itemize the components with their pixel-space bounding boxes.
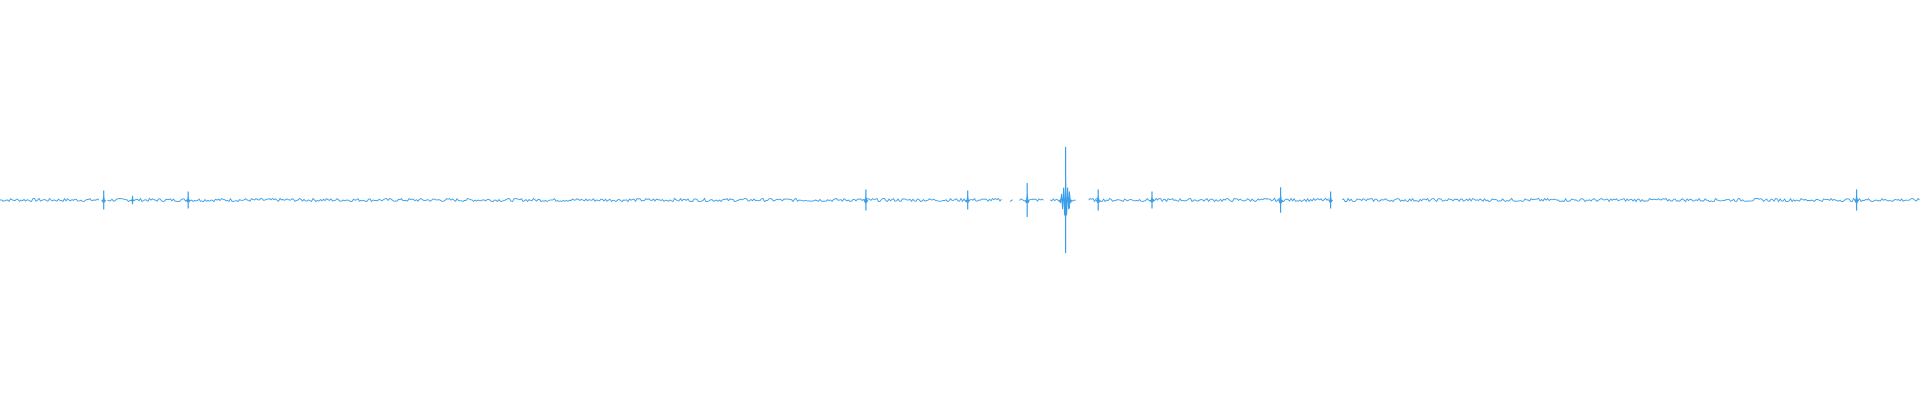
waveform-spike	[1095, 189, 1101, 211]
waveform-segment	[1009, 199, 1014, 202]
waveform-spike-ripple	[863, 196, 869, 204]
waveform-spike	[1024, 183, 1030, 217]
waveform-spike-ripple	[101, 196, 107, 204]
waveform-segment	[1019, 198, 1044, 202]
waveform-spike-ripple	[1854, 196, 1860, 204]
waveform-segment	[1341, 197, 1920, 203]
waveform-spike	[965, 190, 971, 210]
waveform-spike	[185, 191, 191, 209]
waveform-spike	[130, 195, 135, 205]
waveform-spike	[1854, 189, 1860, 211]
waveform-spike	[1066, 191, 1072, 209]
waveform-spike-ripple	[130, 197, 135, 202]
waveform-spike	[101, 190, 107, 210]
waveform-spike-ripple	[1066, 196, 1072, 203]
waveform-spike-ripple	[1149, 196, 1155, 203]
waveform-spike	[1149, 191, 1155, 209]
waveform-segment	[1088, 197, 1329, 203]
waveform-spike-ripple	[1024, 194, 1030, 204]
waveform-spike-ripple	[185, 196, 191, 203]
waveform-baseline-group	[0, 197, 1920, 203]
waveform-spike-ripple	[965, 196, 971, 204]
waveform-spike	[1328, 191, 1334, 209]
waveform-segment	[107, 197, 1002, 203]
waveform-spike-ripple	[1095, 196, 1101, 204]
waveform-spikes-group	[101, 147, 1860, 253]
waveform-spike	[863, 189, 869, 211]
waveform-spike	[1278, 187, 1284, 213]
waveform-segment	[0, 197, 100, 203]
waveform-spike-ripple	[1278, 195, 1284, 204]
waveform-spike-ripple	[1328, 196, 1334, 203]
